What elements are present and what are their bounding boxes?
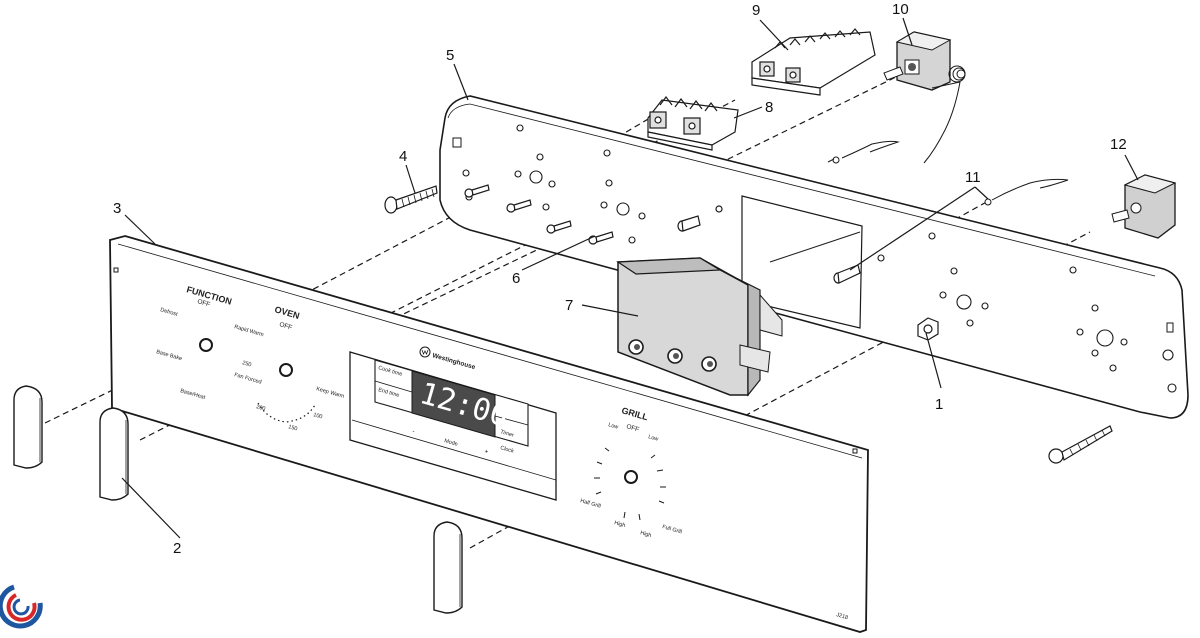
site-logo-icon [0, 584, 43, 629]
mounting-plate [741, 195, 863, 329]
high-left-label: High [613, 520, 626, 529]
callout-9: 9 [752, 2, 760, 19]
function-knob [199, 338, 213, 352]
callout-3: 3 [113, 200, 121, 217]
pin [833, 264, 861, 284]
leader-lines [121, 17, 1139, 539]
end-cap [433, 521, 463, 614]
screw-small [588, 231, 614, 245]
plus-label: + [483, 448, 489, 456]
grill-off-label: OFF [625, 423, 639, 433]
screws [384, 184, 1113, 464]
low-left-label: Low [607, 422, 618, 431]
callout-11: 11 [965, 169, 981, 186]
callout-6: 6 [512, 270, 520, 287]
half-grill-label: Half Grill [579, 498, 601, 510]
screw-large [384, 185, 438, 214]
clock-module [616, 257, 783, 397]
callout-10: 10 [892, 1, 909, 18]
nut [917, 317, 939, 341]
callout-7: 7 [565, 297, 573, 314]
function-off-label: OFF [196, 298, 210, 308]
oven-off-label: OFF [278, 321, 292, 331]
wire-sensors [827, 140, 1069, 206]
temp-250-label: 250 [241, 360, 251, 368]
callout-1: 1 [935, 396, 943, 413]
end-cap [99, 407, 129, 501]
timer-label: Timer [499, 429, 514, 439]
minus-label: - [411, 428, 415, 435]
full-grill-label: Full Grill [661, 524, 682, 535]
callout-4: 4 [399, 148, 407, 165]
screw-small [546, 220, 572, 234]
callout-12: 12 [1110, 136, 1127, 153]
end-cap [13, 385, 43, 469]
corner-code: J218 [835, 612, 848, 621]
grill-knob [624, 470, 638, 484]
end-caps [13, 385, 463, 614]
screw-small [506, 199, 532, 213]
high-right-label: High [639, 530, 652, 539]
regulator-12 [1111, 174, 1177, 239]
clock-label: Clock [499, 445, 514, 455]
switch-8 [647, 96, 739, 151]
callout-5: 5 [446, 47, 454, 64]
screw-long [1048, 425, 1113, 464]
screw-small [464, 184, 490, 198]
brand-logo-icon [419, 346, 431, 358]
low-right-label: Low [647, 434, 658, 443]
mode-label: Mode [443, 438, 458, 448]
front-fascia [109, 235, 869, 633]
oven-knob [279, 363, 293, 377]
callout-labels: 1 2 3 4 5 6 7 8 9 10 11 12 [113, 1, 1127, 557]
end-time-label: End time [377, 387, 400, 399]
pin [677, 215, 701, 232]
temp-200-label: 200 [255, 404, 265, 412]
callout-2: 2 [173, 540, 181, 557]
temp-150-label: 150 [287, 424, 297, 432]
callout-8: 8 [765, 99, 773, 116]
temp-100-label: 100 [312, 412, 322, 420]
thermostat-10 [883, 31, 966, 164]
defrost-label: Defrost [159, 307, 178, 318]
switch-9 [751, 28, 876, 96]
